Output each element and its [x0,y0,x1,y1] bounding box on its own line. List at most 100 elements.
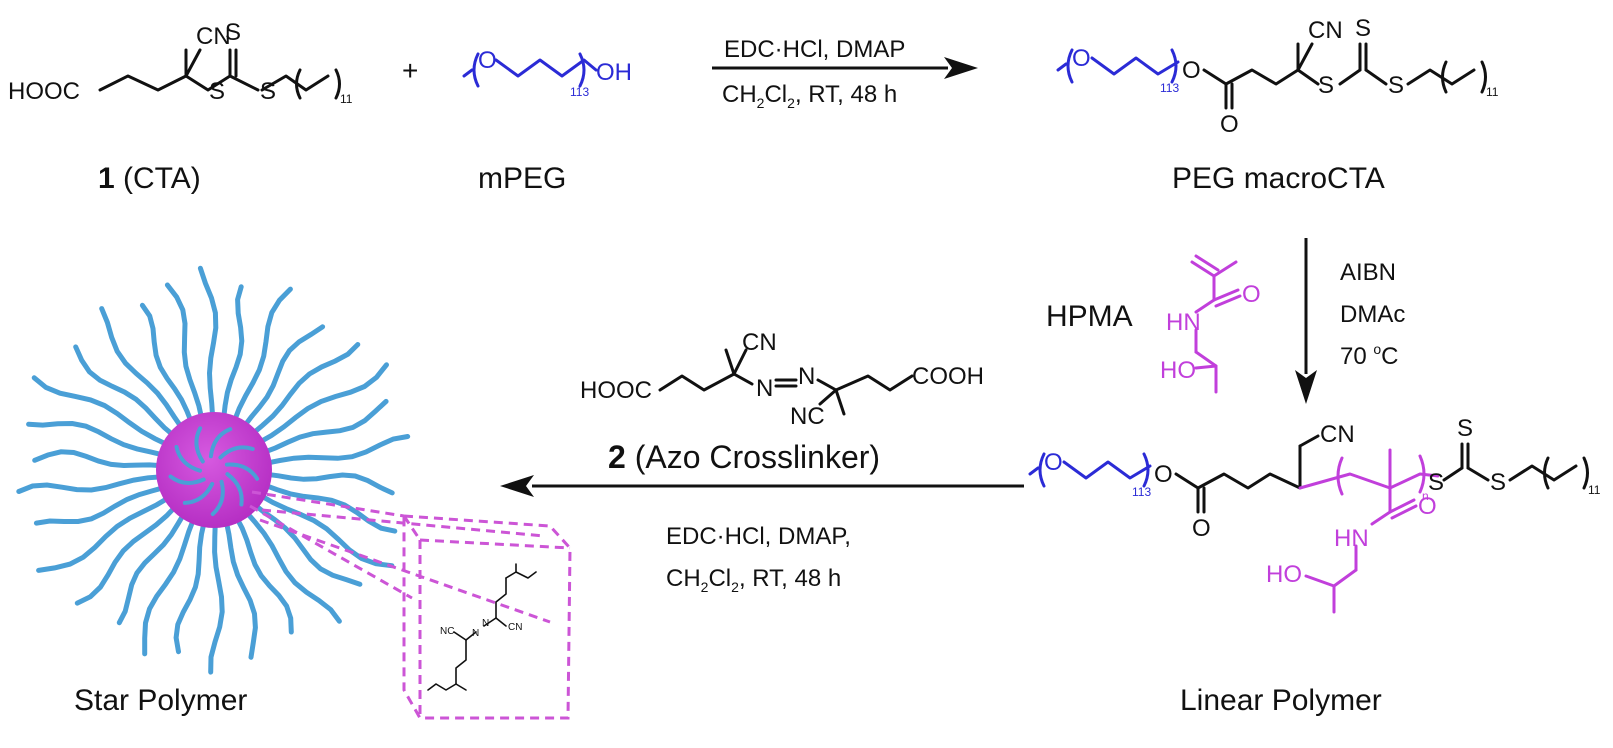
star-polymer-arm [32,449,165,469]
star-polymer-arm [16,474,165,494]
linear-hn-label: HN [1334,525,1369,552]
hpma-ho-label: HO [1160,357,1196,384]
star-polymer-arm [251,501,363,587]
macrocta-peg-bracket-right [1170,48,1178,84]
mpeg-bracket-right [578,52,586,88]
inset-n-bond [483,617,497,627]
macrocta-peg-repeat-label: 113 [1160,81,1179,95]
inset-labels: NC N N CN [440,618,522,639]
mpeg-caption: mPEG [478,162,566,195]
star-polymer-inner-link [218,445,255,460]
cta-alkyl-bracket [334,68,341,100]
macrocta-alkyl-bracket [1441,60,1448,94]
star-polymer-arm [31,375,171,448]
step3-conditions-rest: , RT, 48 h [739,565,841,592]
mpeg-repeat-label: 113 [570,85,589,99]
inset-n1-label: N [472,628,479,639]
macrocta-ester-o-label: O [1182,57,1201,84]
cta-caption: 1 (CTA) [98,162,201,195]
star-polymer-arm [74,503,179,606]
macrocta-s2-label: S [1388,72,1404,99]
crosslinker-caption-text: (Azo Crosslinker) [626,439,880,475]
linear-s-bond [1466,466,1490,482]
linear-hpma-backbone [1298,472,1440,490]
star-polymer-arm [99,306,185,432]
star-polymer-arm [73,344,177,439]
crosslinker-left-chain [658,372,736,392]
mpeg-labels: O OH 113 [478,47,632,99]
star-polymer-inner-link [224,462,260,481]
linear-backbone-bond [1174,472,1302,490]
crosslinker-structure [658,348,914,416]
step2-temp-unit: C [1381,343,1398,370]
macrocta-alkyl-bracket [1480,60,1487,94]
inset-n2-label: N [482,618,489,629]
crosslinker-left-methyl [724,348,736,376]
star-polymer-arm [263,471,395,496]
macrocta-peg-o-label: O [1072,45,1091,72]
crosslinker-caption: 2 (Azo Crosslinker) [608,439,880,475]
step2-arrow [1295,238,1317,404]
inset-cn-label: CN [508,622,522,633]
star-polymer-arm [263,434,411,466]
star-polymer-arm [26,420,167,458]
linear-ho-label: HO [1266,561,1302,588]
cta-alkyl-bracket [295,68,302,100]
linear-labels: O 113 O O CN n S S S 11 O HN HO [1044,415,1601,588]
macrocta-caption: PEG macroCTA [1172,162,1385,195]
step1-reagents-top: EDC·HCl, DMAP [724,36,905,63]
cta-cn-label: CN [196,23,231,50]
step2-solvent: DMAc [1340,301,1405,328]
hpma-carbonyl-bond [1212,288,1240,302]
inset-ester-top [505,571,537,579]
star-polymer-inner-link [208,427,233,459]
step2-temp-degree: o [1373,341,1381,357]
inset-chain-top [495,577,507,619]
linear-carbonyl-o-label: O [1192,515,1211,542]
cta-caption-number: 1 [98,162,115,195]
linear-peg-o-label: O [1044,449,1063,476]
step3-arrow [500,475,1024,497]
hpma-carbonyl-bond [1214,294,1242,308]
linear-peg-bracket-left [1038,452,1046,488]
crosslinker-hooc-label: HOOC [580,377,652,404]
inset-ester-bottom-carbonyl [455,683,467,691]
star-polymer-arm [249,342,361,437]
macrocta-cn-label: CN [1308,17,1343,44]
linear-caption: Linear Polymer [1180,684,1382,717]
cta-s1-label: S [209,78,225,105]
plus-sign: + [402,55,418,86]
inset-guide-line [249,504,413,600]
crosslinker-n2-label: N [798,363,815,390]
star-polymer-arm [197,265,219,421]
star-polymer-arm [221,284,245,422]
inset-cn-bond [495,617,507,627]
cta-caption-text: (CTA) [115,162,201,195]
crosslinker-right-chain [834,374,914,392]
step3-ch: CH [666,565,701,592]
linear-peg [1028,452,1152,488]
step3-cl: Cl [708,565,731,592]
star-polymer-arm [231,286,293,425]
linear-s1-label: S [1428,469,1444,496]
crosslinker-cooh-label: COOH [912,363,984,390]
star-polymer-inner-link [210,479,225,516]
inset-nc-bond [453,631,467,641]
linear-hpma-carbonyl-bond [1390,504,1418,520]
star-polymer-arm [233,514,294,635]
macrocta-methyl-bond [1056,62,1068,72]
linear-hpma-bracket-right [1418,454,1426,494]
linear-peg-repeat-label: 113 [1132,485,1151,499]
star-polymer-arm [257,492,395,569]
mpeg-oh-label: OH [596,59,632,86]
star-polymer-inner-link [194,426,205,464]
step3-arrow-head [500,475,534,497]
crosslinker-labels: CN HOOC N N COOH NC [580,329,984,430]
inset-nn-bond [465,631,477,641]
crosslinker-right-methyl [834,388,846,416]
step1-conditions-rest: , RT, 48 h [795,81,897,108]
mpeg-methyl-bond [462,68,474,78]
macrocta-nitrile-bond [1296,42,1314,72]
macrocta-repeat-label: 11 [1486,85,1499,99]
linear-peg-bracket-right [1142,452,1150,488]
